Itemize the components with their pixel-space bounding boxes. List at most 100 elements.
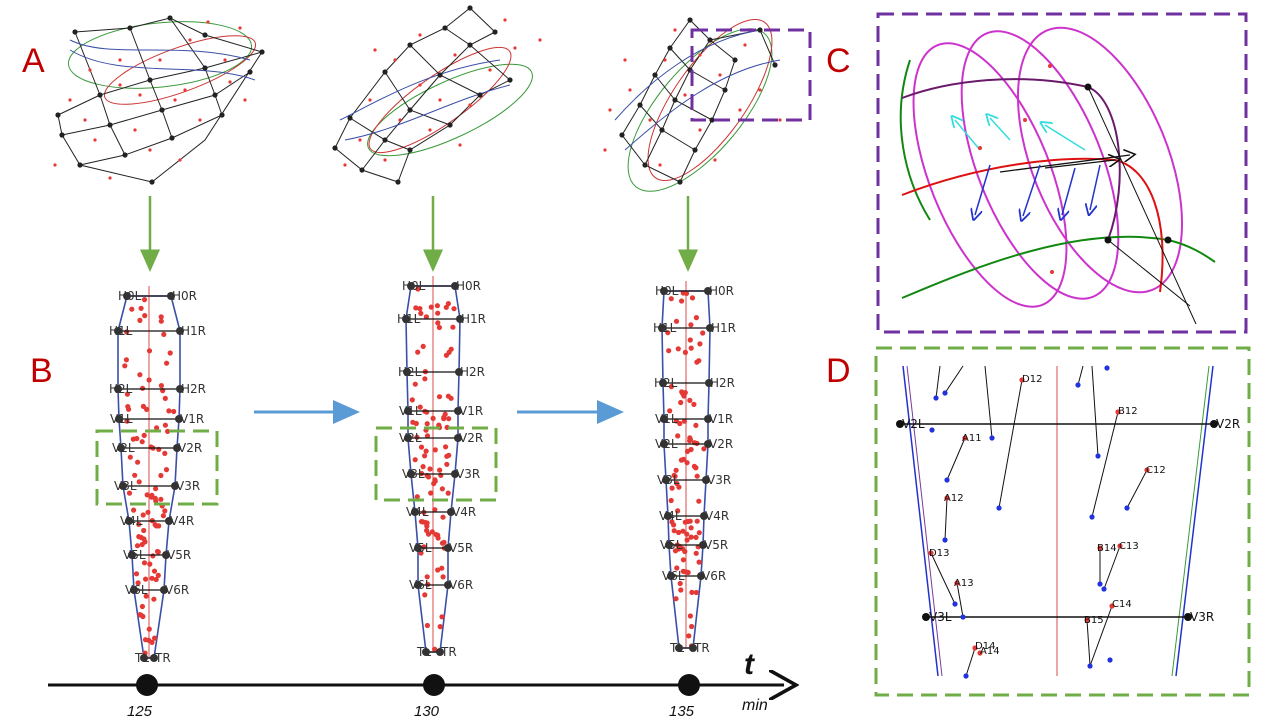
- cell-label: B14: [1097, 543, 1117, 554]
- timeline-axis-symbol: t: [744, 648, 756, 681]
- cell-point: [158, 472, 164, 479]
- cell-point: [700, 330, 706, 336]
- cell-point: [163, 467, 170, 473]
- cell-point: [684, 531, 690, 537]
- landmark-label: H0R: [172, 289, 197, 303]
- cell-point: [412, 381, 418, 387]
- cell-point: [412, 457, 418, 463]
- cell-point: [680, 290, 686, 296]
- landmark-node: [704, 440, 712, 448]
- cell-point: [689, 295, 696, 301]
- landmark-node: [114, 385, 122, 393]
- landmark-node: [456, 315, 464, 323]
- panel-a-embryo-3d-135: [603, 17, 782, 192]
- landmark-node: [176, 385, 184, 393]
- zoom-box-d-source-125: [95, 429, 219, 506]
- cell-point: [679, 298, 685, 304]
- cell-label: C13: [1119, 541, 1139, 552]
- cell-point: [437, 467, 443, 473]
- landmark-label: V2R: [709, 437, 733, 451]
- landmark-node: [662, 476, 670, 484]
- cell-point: [140, 385, 146, 391]
- cell-point: [136, 521, 142, 527]
- landmark-label: V1L: [399, 404, 422, 418]
- landmark-node: [162, 551, 170, 559]
- landmark-label: H0L: [655, 284, 679, 298]
- cell-point: [162, 395, 168, 401]
- cell-point: [166, 408, 172, 414]
- cell-point: [689, 589, 695, 596]
- cell-point: [123, 357, 129, 363]
- cell-point: [693, 534, 699, 541]
- cell-point: [693, 550, 699, 556]
- cell-point: [441, 414, 447, 420]
- landmark-label: H0L: [118, 289, 142, 303]
- landmark-node: [175, 415, 183, 423]
- cell-point: [423, 448, 429, 454]
- cell-point: [124, 418, 130, 424]
- cell-point: [429, 529, 435, 535]
- cell-point: [418, 444, 425, 450]
- cell-point: [446, 416, 452, 422]
- cell-point: [694, 473, 700, 479]
- cell-point: [422, 592, 428, 598]
- cell-point: [125, 404, 131, 410]
- cell-point: [677, 580, 683, 587]
- cell-point: [424, 520, 430, 526]
- landmark-label: V6R: [449, 578, 473, 592]
- cell-label: D13: [929, 548, 949, 559]
- cell-point: [673, 318, 680, 324]
- cell-point: [143, 576, 149, 582]
- cell-point: [141, 560, 148, 566]
- cell-point: [445, 393, 451, 399]
- landmark-label: H1L: [397, 312, 421, 326]
- timeline-tick-125: 125: [127, 703, 153, 720]
- cell-point: [423, 314, 429, 320]
- cell-point: [451, 306, 457, 312]
- cell-point: [422, 453, 428, 459]
- panel-a-embryo-3d-130: [332, 5, 542, 185]
- landmark-label: H1R: [711, 321, 736, 335]
- landmark-node: [658, 324, 666, 332]
- cell-point: [441, 539, 447, 546]
- cell-point: [672, 548, 679, 554]
- landmark-label: V2L: [902, 417, 925, 431]
- cell-point: [127, 454, 133, 460]
- landmark-node: [128, 551, 136, 559]
- cell-point: [424, 574, 430, 580]
- landmark-node: [407, 470, 415, 478]
- cell-point: [424, 433, 431, 439]
- cell-point: [415, 349, 421, 355]
- cell-point: [144, 492, 150, 498]
- landmark-node: [455, 368, 463, 376]
- cell-point: [432, 507, 438, 513]
- landmark-node: [117, 444, 125, 452]
- cell-point: [432, 478, 438, 484]
- landmark-label: V3R: [707, 473, 731, 487]
- landmark-label: V2L: [112, 441, 135, 455]
- cell-point: [684, 460, 690, 466]
- cell-point: [140, 613, 146, 620]
- cell-point: [675, 508, 681, 514]
- cell-point: [137, 372, 143, 378]
- timeline: 125 130 135 t min: [48, 648, 784, 720]
- cell-point: [167, 350, 173, 356]
- landmark-node: [454, 407, 462, 415]
- landmark-node: [130, 586, 138, 594]
- landmark-node: [667, 572, 675, 580]
- cell-point: [414, 494, 420, 500]
- cell-point: [422, 376, 428, 382]
- cell-point: [430, 415, 436, 421]
- cell-point: [156, 523, 162, 529]
- landmark-node: [403, 368, 411, 376]
- cell-point: [691, 401, 697, 407]
- cell-point: [680, 456, 687, 462]
- landmark-node: [702, 476, 710, 484]
- landmark-node: [444, 544, 452, 552]
- cell-label: C14: [1112, 599, 1132, 610]
- landmark-node: [444, 581, 452, 589]
- cell-label: C12: [1146, 465, 1166, 476]
